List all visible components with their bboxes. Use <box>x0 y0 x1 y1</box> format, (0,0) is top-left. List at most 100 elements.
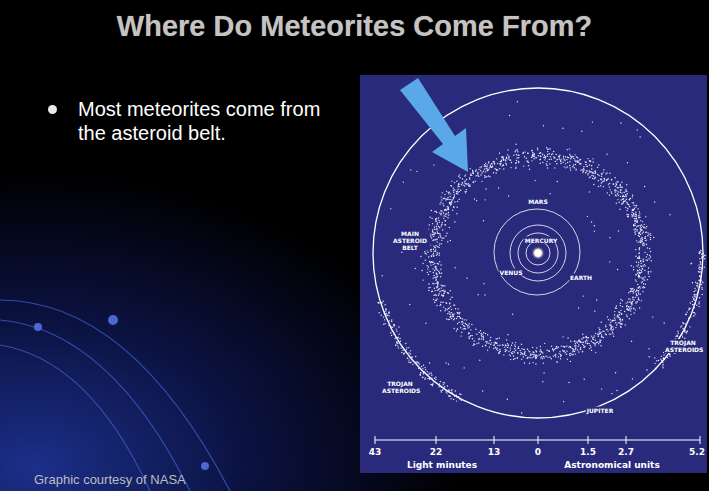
asteroid-dot <box>645 237 646 238</box>
asteroid-dot <box>422 377 423 378</box>
asteroid-dot <box>442 295 443 296</box>
asteroid-dot <box>693 315 694 316</box>
asteroid-dot <box>701 257 702 258</box>
asteroid-dot <box>540 357 541 358</box>
asteroid-dot <box>433 249 434 250</box>
asteroid-dot <box>432 277 433 278</box>
asteroid-dot <box>437 229 438 230</box>
asteroid-dot <box>575 343 576 344</box>
asteroid-dot <box>454 267 455 268</box>
asteroid-dot <box>529 168 530 169</box>
region-label: TROJAN ASTEROIDS <box>381 380 419 394</box>
asteroid-dot <box>453 206 454 207</box>
asteroid-dot <box>432 261 433 262</box>
asteroid-dot <box>441 285 442 286</box>
asteroid-dot <box>478 342 479 343</box>
asteroid-dot <box>647 254 648 255</box>
asteroid-dot <box>641 270 642 271</box>
asteroid-dot <box>625 194 626 195</box>
asteroid-dot <box>520 352 521 353</box>
asteroid-dot <box>633 214 634 215</box>
asteroid-dot <box>433 232 434 233</box>
asteroid-dot <box>515 163 516 164</box>
asteroid-dot <box>606 329 607 330</box>
asteroid-dot <box>620 192 621 193</box>
asteroid-dot <box>432 234 433 235</box>
asteroid-dot <box>556 163 557 164</box>
asteroid-dot <box>460 318 461 319</box>
asteroid-dot <box>486 342 487 343</box>
asteroid-dot <box>549 357 550 358</box>
asteroid-dot <box>534 180 535 181</box>
asteroid-dot <box>574 160 575 161</box>
asteroid-dot <box>700 271 701 272</box>
asteroid-dot <box>619 314 620 315</box>
asteroid-dot <box>611 179 612 180</box>
asteroid-dot <box>631 289 632 290</box>
asteroid-dot <box>526 158 527 159</box>
asteroid-dot <box>517 101 518 102</box>
asteroid-dot <box>632 291 633 292</box>
asteroid-dot <box>567 166 568 167</box>
asteroid-dot <box>475 175 476 176</box>
asteroid-dot <box>569 165 570 166</box>
asteroid-dot <box>587 174 588 175</box>
asteroid-dot <box>642 259 643 260</box>
asteroid-dot <box>643 227 644 228</box>
asteroid-dot <box>589 170 590 171</box>
asteroid-dot <box>452 314 453 315</box>
asteroid-dot <box>453 206 454 207</box>
asteroid-dot <box>451 318 452 319</box>
asteroid-dot <box>442 229 443 230</box>
asteroid-dot <box>639 255 640 256</box>
asteroid-dot <box>434 378 435 379</box>
asteroid-dot <box>549 193 550 194</box>
asteroid-dot <box>517 151 518 152</box>
asteroid-dot <box>610 324 611 325</box>
asteroid-dot <box>431 291 432 292</box>
asteroid-dot <box>466 324 467 325</box>
asteroid-dot <box>432 240 433 241</box>
asteroid-dot <box>501 161 502 162</box>
asteroid-dot <box>513 355 514 356</box>
asteroid-dot <box>606 180 607 181</box>
asteroid-dot <box>456 318 457 319</box>
asteroid-dot <box>508 157 509 158</box>
asteroid-dot <box>541 352 542 353</box>
asteroid-dot <box>693 312 694 313</box>
asteroid-dot <box>625 302 626 303</box>
asteroid-dot <box>658 360 659 361</box>
asteroid-dot <box>563 346 564 347</box>
asteroid-dot <box>614 314 615 315</box>
asteroid-dot <box>618 322 619 323</box>
asteroid-dot <box>569 167 570 168</box>
sun <box>531 246 545 260</box>
asteroid-dot <box>611 326 612 327</box>
asteroid-dot <box>437 241 438 242</box>
asteroid-dot <box>505 350 506 351</box>
asteroid-dot <box>569 154 570 155</box>
asteroid-dot <box>432 268 433 269</box>
asteroid-dot <box>432 382 433 383</box>
asteroid-dot <box>589 177 590 178</box>
asteroid-dot <box>619 312 620 313</box>
asteroid-dot <box>606 172 607 173</box>
asteroid-dot <box>475 171 476 172</box>
asteroid-dot <box>611 193 612 194</box>
asteroid-dot <box>617 269 618 270</box>
asteroid-dot <box>585 172 586 173</box>
asteroid-dot <box>533 356 534 357</box>
asteroid-dot <box>388 312 389 313</box>
asteroid-dot <box>444 291 445 292</box>
asteroid-dot <box>620 310 621 311</box>
asteroid-dot <box>694 299 695 300</box>
asteroid-dot <box>460 327 461 328</box>
asteroid-dot <box>522 153 523 154</box>
asteroid-dot <box>536 357 537 358</box>
asteroid-dot <box>597 341 598 342</box>
asteroid-dot <box>695 290 696 291</box>
pointer-arrow <box>400 78 468 172</box>
asteroid-dot <box>620 122 621 123</box>
asteroid-dot <box>704 266 705 267</box>
asteroid-dot <box>412 356 413 357</box>
